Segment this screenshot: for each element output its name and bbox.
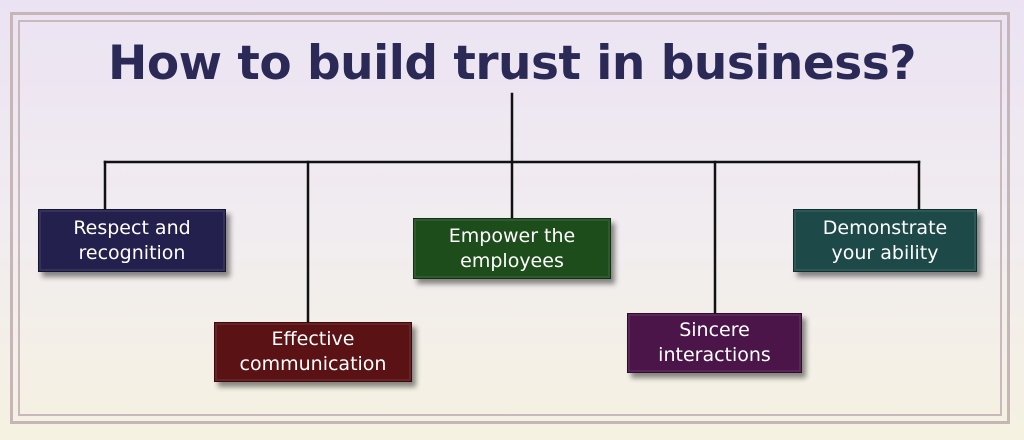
- node-line: recognition: [78, 241, 186, 264]
- diagram-title: How to build trust in business?: [108, 36, 916, 91]
- node-line: Respect and: [73, 216, 191, 239]
- node-sincere-interactions: Sincere interactions: [627, 313, 802, 373]
- node-line: interactions: [658, 344, 771, 366]
- node-demonstrate-your-ability: Demonstrate your ability: [793, 209, 977, 272]
- outer-frame: [10, 12, 1010, 424]
- node-line: your ability: [831, 241, 939, 264]
- node-line: employees: [460, 249, 564, 272]
- inner-frame: [18, 20, 1002, 416]
- node-respect-and-recognition: Respect and recognition: [38, 209, 226, 272]
- node-line: Sincere: [679, 319, 750, 341]
- node-empower-the-employees: Empower the employees: [413, 218, 611, 279]
- node-effective-communication: Effective communication: [214, 322, 412, 382]
- node-line: Demonstrate: [822, 216, 948, 239]
- node-line: Empower the: [448, 224, 576, 247]
- node-line: Effective: [271, 328, 355, 350]
- node-line: communication: [239, 353, 387, 375]
